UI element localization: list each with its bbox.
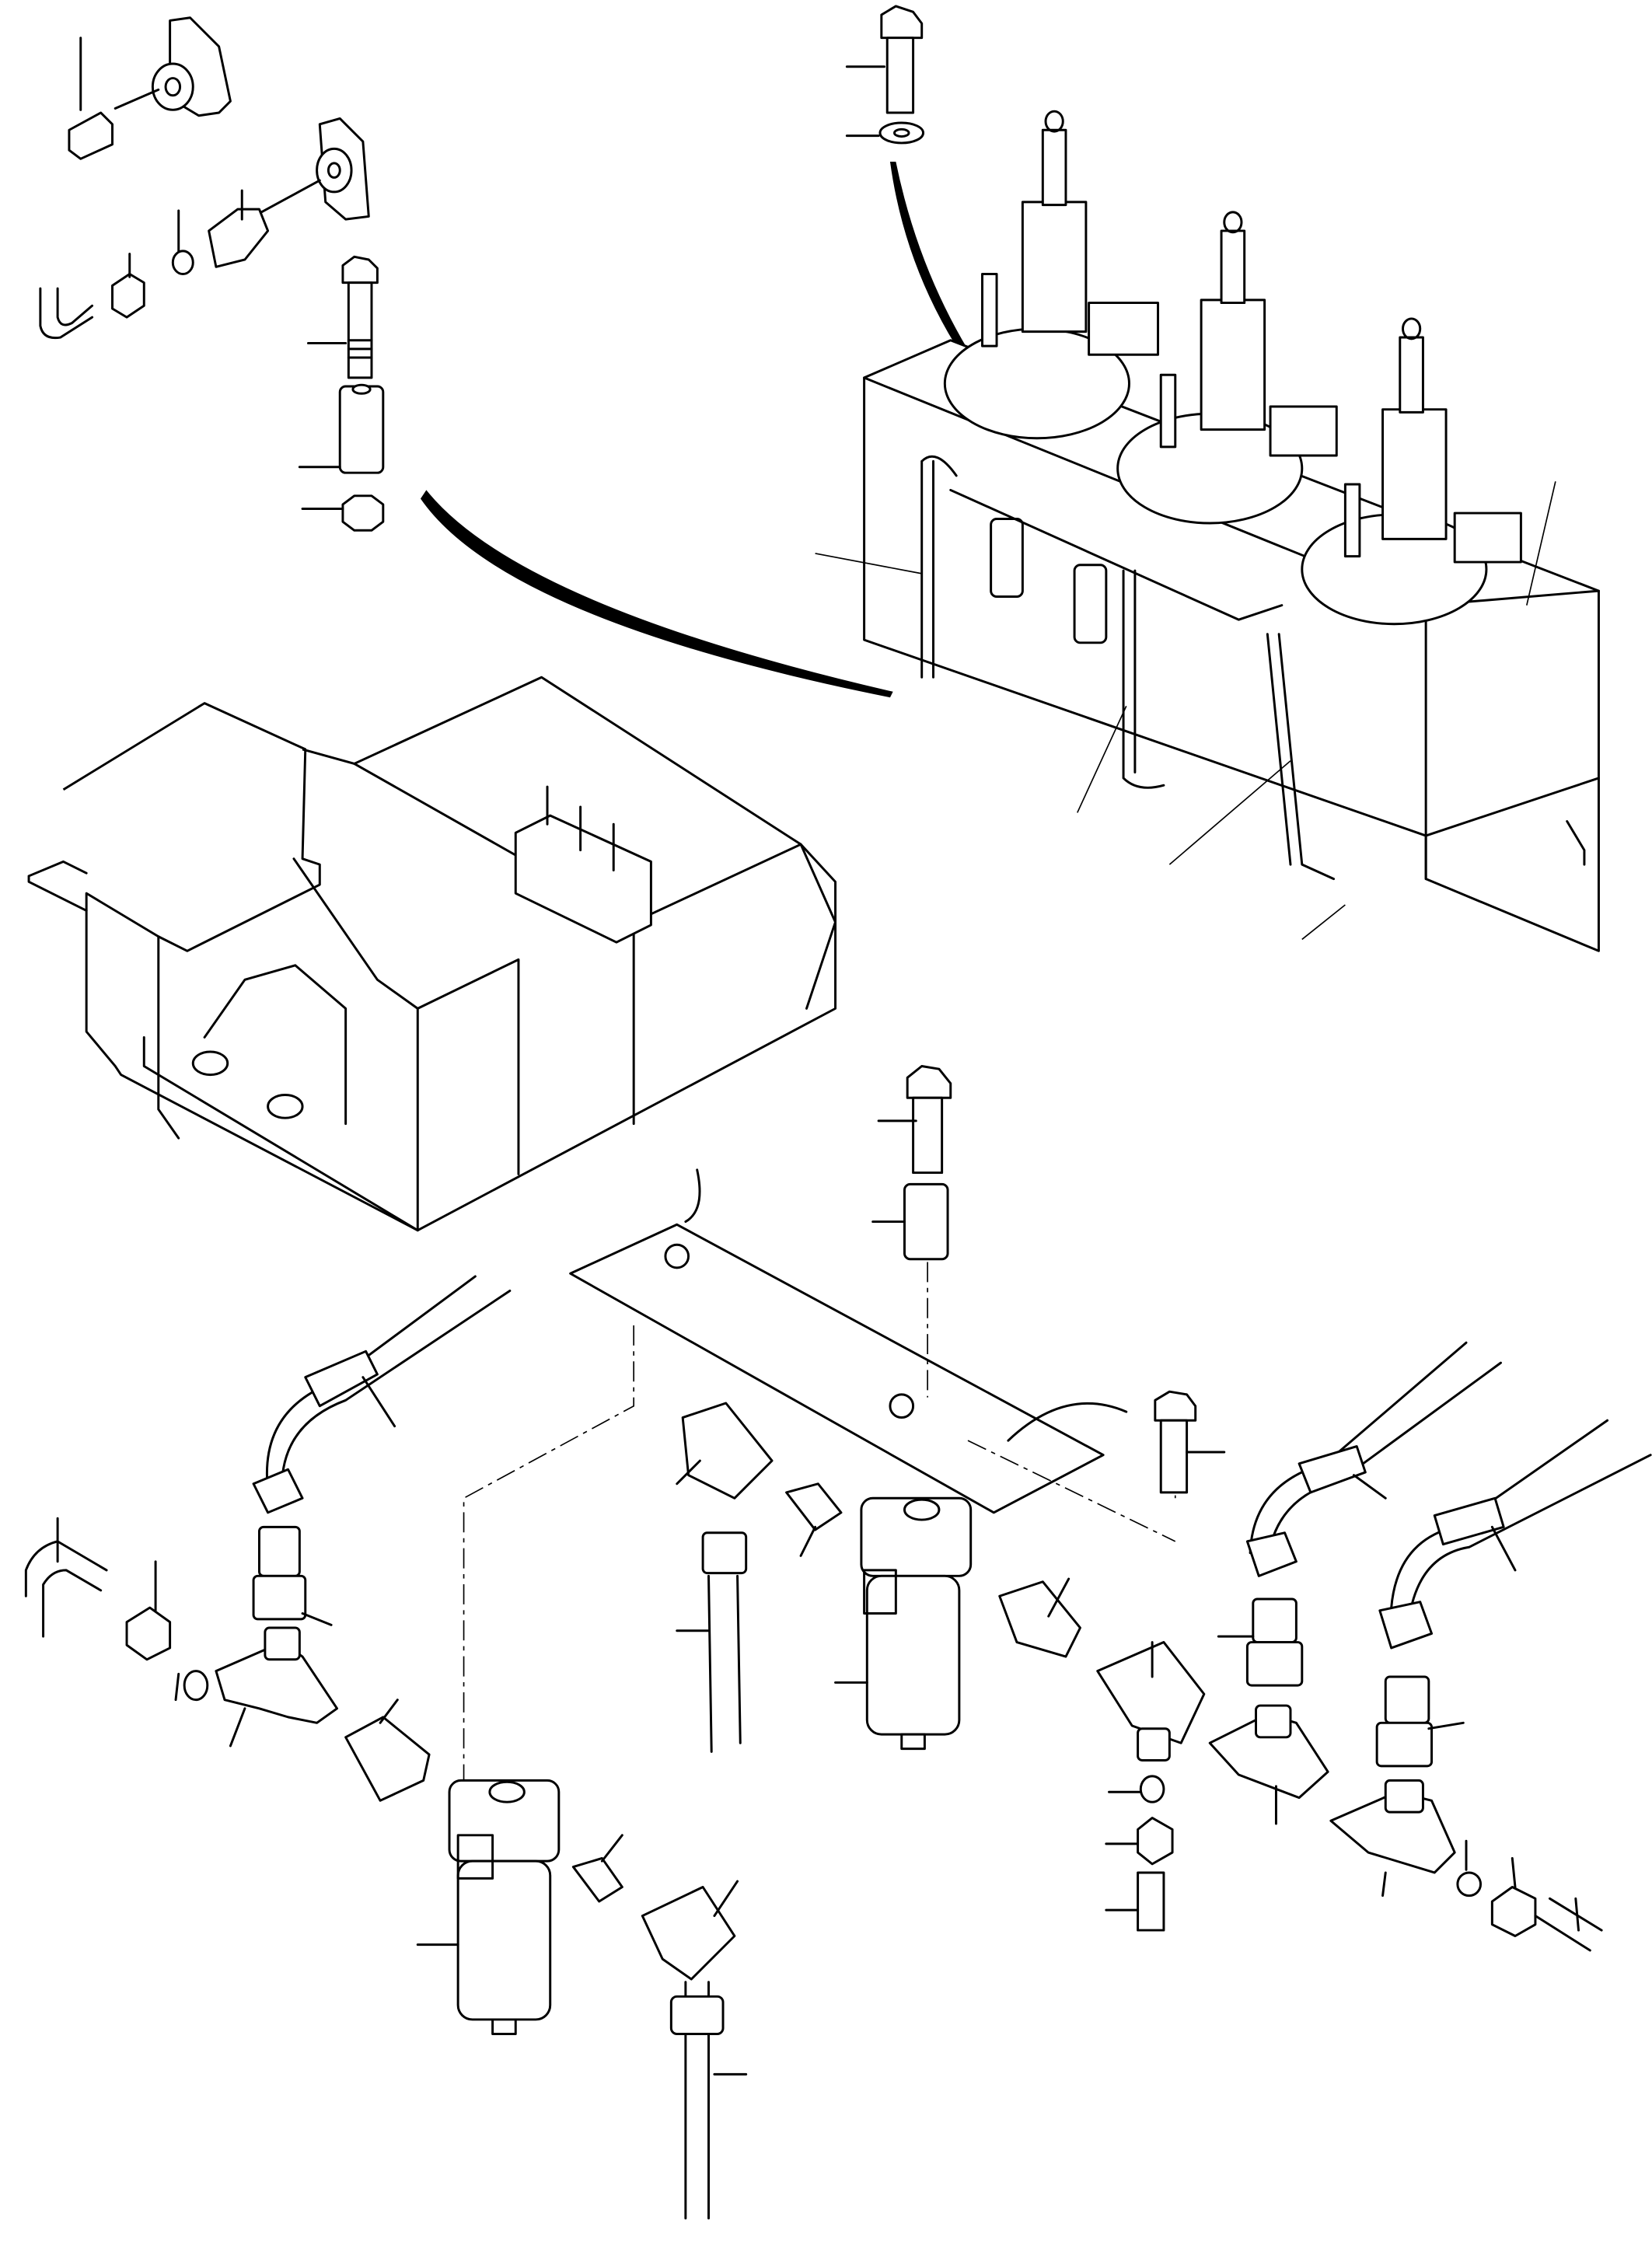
filter-housing-right: [834, 1496, 973, 1751]
connector-assembly: [39, 117, 370, 340]
actuator-2: [1159, 211, 1338, 457]
hydraulic-tank-unit: [815, 110, 1600, 952]
callout-lines-tank: [815, 481, 1556, 941]
mounting-plate-assembly: [569, 1065, 1226, 1542]
filter-housing-left: [416, 1779, 561, 2035]
bolt-spacer-nut: [298, 255, 893, 698]
actuator-3: [1343, 317, 1522, 564]
machine-body: [27, 676, 837, 1232]
plug-fitting: [68, 16, 232, 160]
right-filter-assembly: [676, 1341, 1652, 1952]
mini-tank-unit: [514, 785, 652, 944]
actuator-1: [981, 110, 1160, 356]
left-filter-assembly: [24, 1275, 748, 2220]
bolt-washer: [845, 5, 994, 393]
filters-and-valves: [920, 455, 1336, 881]
